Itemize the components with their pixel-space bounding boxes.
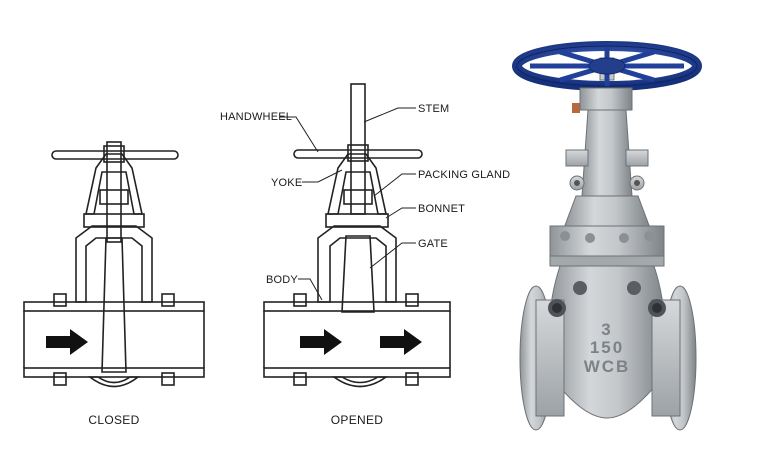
flow-arrow-icon	[380, 329, 422, 355]
marking-size: 3	[601, 320, 612, 339]
label-gate: GATE	[418, 238, 448, 250]
flow-arrow-icon	[46, 329, 88, 355]
flow-arrow-icon	[300, 329, 342, 355]
label-yoke: YOKE	[271, 177, 302, 189]
label-handwheel: HANDWHEEL	[220, 111, 292, 123]
label-packing-gland: PACKING GLAND	[418, 169, 510, 181]
closed-valve-diagram: CLOSED	[23, 141, 205, 427]
label-stem: STEM	[418, 103, 449, 115]
label-bonnet: BONNET	[418, 203, 465, 215]
marking-material: WCB	[584, 357, 631, 376]
gate-valve-photo: 3 150 WCB	[512, 41, 702, 431]
caption-opened: OPENED	[331, 413, 384, 427]
label-body: BODY	[266, 274, 298, 286]
opened-valve-diagram: OPENED HANDWHEEL STEM YOKE PACKING GLAND…	[220, 83, 510, 427]
caption-closed: CLOSED	[88, 413, 139, 427]
label-leaders	[280, 107, 416, 301]
marking-class: 150	[590, 338, 624, 357]
